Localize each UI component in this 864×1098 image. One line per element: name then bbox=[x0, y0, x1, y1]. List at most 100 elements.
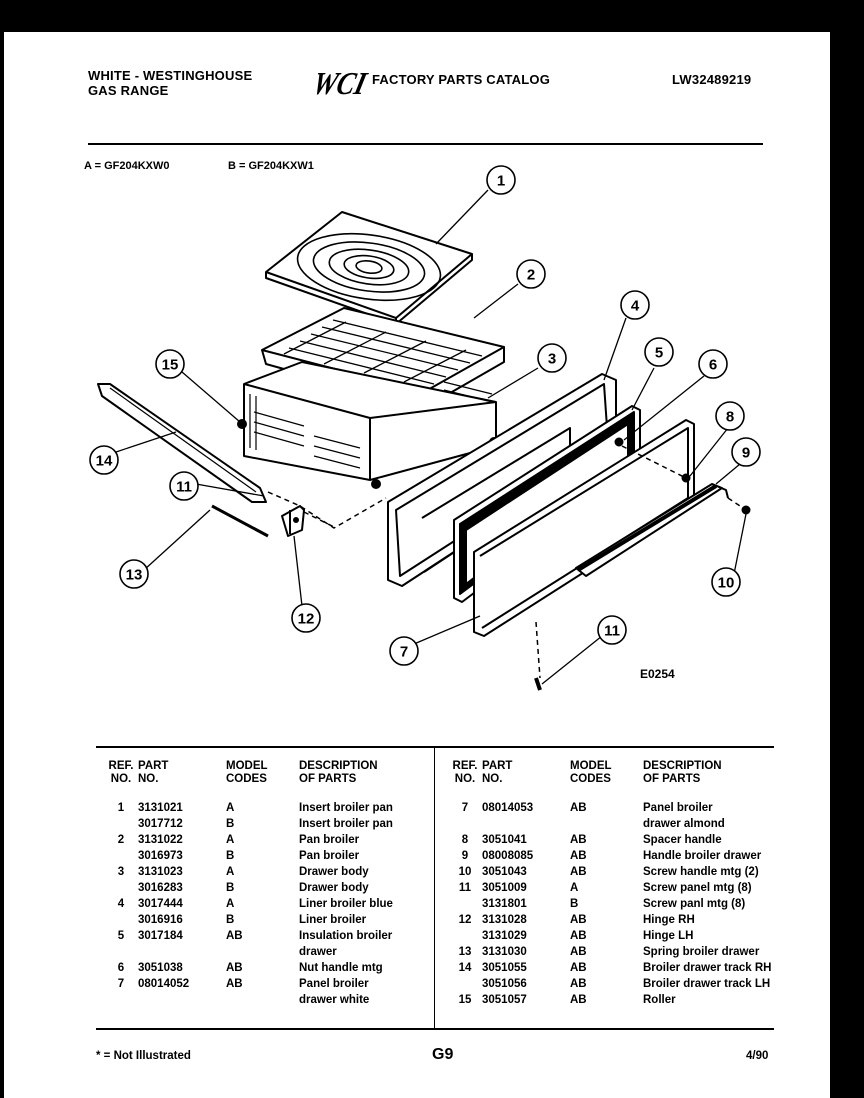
description-cell: Insert broiler pan bbox=[299, 802, 393, 814]
ref-no-cell bbox=[104, 848, 138, 864]
insert-broiler-pan bbox=[265, 211, 473, 325]
handle-spacer bbox=[681, 473, 691, 483]
callout-8: 8 bbox=[726, 409, 734, 426]
callout-11-lower: 11 bbox=[604, 623, 620, 640]
ref-no-cell: 9 bbox=[461, 850, 469, 862]
model-code-cell: AB bbox=[570, 914, 587, 926]
callout-2: 2 bbox=[527, 267, 535, 284]
header-rule bbox=[88, 143, 763, 145]
model-code-cell bbox=[226, 992, 299, 1008]
description-cell: Screw panl mtg (8) bbox=[643, 898, 746, 910]
part-no-cell: 3017444 bbox=[138, 898, 183, 910]
model-code-cell: AB bbox=[570, 802, 587, 814]
callout-4: 4 bbox=[631, 298, 640, 315]
table-row: drawer white bbox=[104, 992, 429, 1008]
wci-logo: WCI bbox=[308, 66, 372, 101]
model-code-cell bbox=[570, 816, 643, 832]
table-row: drawer bbox=[104, 944, 429, 960]
diagram-code: E0254 bbox=[640, 667, 675, 681]
page-number: G9 bbox=[432, 1046, 454, 1063]
part-no-cell: 3016916 bbox=[138, 914, 183, 926]
ref-no-cell: 10 bbox=[458, 866, 472, 878]
model-code-cell: AB bbox=[226, 978, 243, 990]
brand-title: WHITE - WESTINGHOUSE GAS RANGE bbox=[88, 68, 252, 98]
ref-no-cell: 15 bbox=[458, 994, 472, 1006]
part-no-cell: 3051055 bbox=[482, 962, 527, 974]
model-a-label: A = GF204KXW0 bbox=[84, 160, 170, 172]
description-cell: Panel broiler bbox=[643, 802, 713, 814]
description-cell: Roller bbox=[643, 994, 676, 1006]
description-cell: Drawer body bbox=[299, 882, 369, 894]
part-no-cell: 08008085 bbox=[482, 850, 534, 862]
broiler-drawer-spring bbox=[211, 504, 269, 538]
part-no-cell: 3051041 bbox=[482, 834, 527, 846]
model-code-cell: A bbox=[226, 866, 235, 878]
model-code-cell: B bbox=[226, 850, 235, 862]
part-no-cell: 3051056 bbox=[482, 978, 527, 990]
wci-logo-mark: WCI bbox=[309, 66, 371, 101]
brand-line-1: WHITE - WESTINGHOUSE bbox=[88, 68, 253, 83]
ref-no-cell: 3 bbox=[117, 866, 125, 878]
part-no-cell: 3016973 bbox=[138, 850, 183, 862]
ref-header: REF.NO. bbox=[108, 760, 134, 785]
ref-no-cell: 5 bbox=[117, 930, 125, 942]
description-cell: Panel broiler bbox=[299, 978, 369, 990]
part-no-cell: 3131021 bbox=[138, 802, 183, 814]
table-bottom-rule bbox=[96, 1028, 774, 1030]
ref-no-cell bbox=[448, 816, 482, 832]
model-code-cell: A bbox=[226, 802, 235, 814]
part-no-cell: 3131801 bbox=[482, 898, 527, 910]
broiler-drawer-handle bbox=[575, 483, 729, 577]
part-no-cell: 3131029 bbox=[482, 930, 527, 942]
model-code-cell: B bbox=[226, 882, 235, 894]
callout-3: 3 bbox=[548, 351, 556, 368]
description-cell: Nut handle mtg bbox=[299, 962, 383, 974]
description-cell: Broiler drawer track LH bbox=[643, 978, 771, 990]
callout-11-upper: 11 bbox=[176, 479, 192, 496]
model-code-cell: AB bbox=[570, 866, 587, 878]
part-no-cell: 3017712 bbox=[138, 818, 183, 830]
part-no-cell: 3131023 bbox=[138, 866, 183, 878]
model-code-cell: AB bbox=[226, 962, 243, 974]
table-row: 3016973 B Pan broiler bbox=[104, 848, 429, 864]
description-cell: Hinge LH bbox=[643, 930, 694, 942]
description-cell: drawer bbox=[299, 946, 337, 958]
ref-header: REF.NO. bbox=[452, 760, 478, 785]
description-cell: Handle broiler drawer bbox=[643, 850, 762, 862]
description-cell: Hinge RH bbox=[643, 914, 695, 926]
broiler-drawer-body bbox=[237, 361, 499, 489]
description-cell: Pan broiler bbox=[299, 850, 360, 862]
callout-15: 15 bbox=[162, 357, 179, 374]
catalog-page: WHITE - WESTINGHOUSE GAS RANGE WCI FACTO… bbox=[4, 32, 830, 1098]
description-cell: Screw panel mtg (8) bbox=[643, 882, 752, 894]
part-no-cell: 3017184 bbox=[138, 930, 183, 942]
description-cell: Insert broiler pan bbox=[299, 818, 393, 830]
ref-no-cell: 4 bbox=[117, 898, 125, 910]
part-no-cell: 3051009 bbox=[482, 882, 527, 894]
handle-nut bbox=[614, 437, 624, 447]
ref-no-cell: 1 bbox=[117, 802, 125, 814]
ref-no-cell bbox=[104, 816, 138, 832]
